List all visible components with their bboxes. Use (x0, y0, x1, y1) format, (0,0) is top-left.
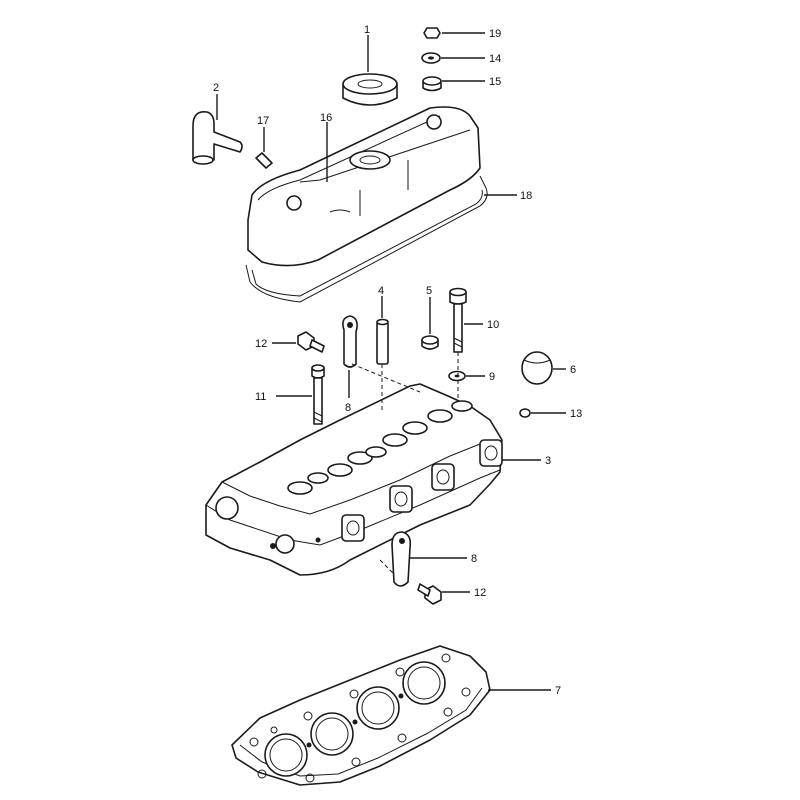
callout-5: 5 (426, 285, 432, 297)
part-head-bolt-10 (449, 287, 483, 353)
part-lifting-eye-top (342, 315, 358, 398)
callout-1: 1 (364, 24, 370, 36)
callout-4: 4 (378, 285, 384, 297)
callout-15: 15 (489, 76, 501, 88)
part-round-cover-6 (521, 351, 566, 385)
part-cylinder-head (205, 352, 541, 576)
callout-12-top: 12 (255, 338, 267, 350)
part-dowel-pin (376, 296, 389, 365)
part-lifting-eye-bottom (379, 531, 467, 587)
part-breather-hose (192, 94, 243, 165)
callout-18: 18 (520, 190, 532, 202)
part-nut-19 (423, 27, 485, 39)
part-rocker-cover (247, 106, 481, 267)
part-cup-plug-5 (421, 297, 439, 350)
part-grommet-15 (422, 76, 485, 92)
part-washer-14 (421, 52, 485, 64)
part-bolt-12-bottom (417, 583, 470, 605)
callout-17: 17 (257, 115, 269, 127)
part-plug-17 (255, 127, 273, 169)
callout-7: 7 (555, 685, 561, 697)
callout-8-bottom: 8 (471, 553, 477, 565)
callout-16: 16 (320, 112, 332, 124)
callout-14: 14 (489, 53, 501, 65)
part-cover-gasket (245, 175, 517, 303)
callout-2: 2 (213, 82, 219, 94)
part-washer-9 (448, 370, 485, 382)
callout-6: 6 (570, 364, 576, 376)
part-small-plug-13 (519, 408, 566, 418)
part-oil-filler-cap (342, 35, 398, 106)
callout-9: 9 (489, 371, 495, 383)
callout-10: 10 (487, 319, 499, 331)
callout-13: 13 (570, 408, 582, 420)
callout-8-top: 8 (345, 402, 351, 414)
callout-12-bottom: 12 (474, 587, 486, 599)
callout-11: 11 (255, 391, 266, 403)
part-head-gasket (231, 645, 551, 786)
callout-labels: 1 2 17 16 19 14 15 18 4 5 10 12 6 9 11 8… (213, 24, 582, 697)
callout-19: 19 (489, 28, 501, 40)
callout-3: 3 (545, 455, 551, 467)
part-bolt-11 (276, 364, 325, 425)
part-bolt-12-top (272, 331, 325, 353)
